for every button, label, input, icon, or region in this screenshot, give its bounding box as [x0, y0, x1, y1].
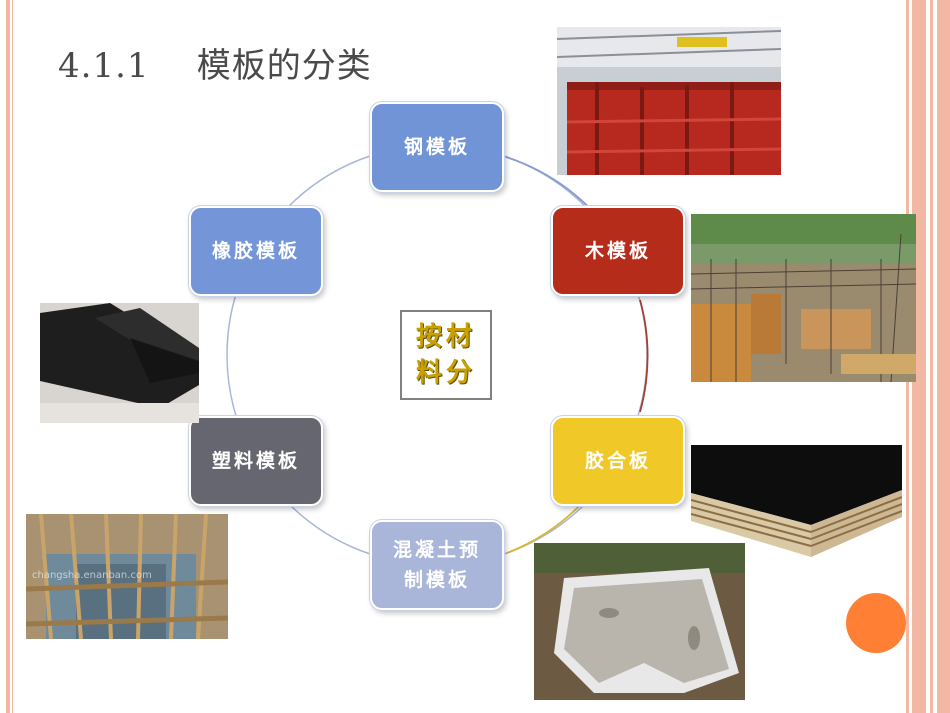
steel-formwork-photo: [557, 27, 781, 175]
node-precast-concrete-formwork-line1: 混凝土预: [392, 539, 481, 561]
slide-title: 4.1.1 模板的分类: [58, 46, 372, 86]
center-label-line1: 按材: [415, 322, 476, 352]
center-category-box: 按材 料分: [400, 310, 492, 400]
node-rubber-formwork: 橡胶模板: [189, 206, 323, 296]
node-precast-concrete-formwork: 混凝土预 制模板: [370, 520, 504, 610]
plywood-photo: [691, 445, 902, 557]
node-wood-formwork: 木模板: [551, 206, 685, 296]
rubber-formwork-photo: [40, 303, 199, 423]
node-plywood-label: 胶合板: [584, 450, 651, 472]
node-precast-concrete-formwork-line2: 制模板: [403, 569, 470, 591]
node-plastic-formwork: 塑料模板: [189, 416, 323, 506]
node-plastic-formwork-label: 塑料模板: [211, 450, 300, 472]
node-wood-formwork-label: 木模板: [584, 240, 651, 262]
slide-frame-left-stripe: [6, 0, 10, 713]
node-rubber-formwork-label: 橡胶模板: [211, 240, 300, 262]
photo-watermark: changsha.enanban.com: [32, 570, 152, 581]
plastic-formwork-photo: changsha.enanban.com: [26, 514, 228, 639]
precast-concrete-formwork-photo: [534, 543, 745, 700]
accent-circle: [846, 593, 906, 653]
node-steel-formwork-label: 钢模板: [403, 136, 470, 158]
node-plywood: 胶合板: [551, 416, 685, 506]
center-label-line2: 料分: [415, 358, 476, 388]
node-steel-formwork: 钢模板: [370, 102, 504, 192]
wood-formwork-photo: [691, 214, 916, 382]
slide-frame-left-thin-stripe: [12, 0, 13, 713]
